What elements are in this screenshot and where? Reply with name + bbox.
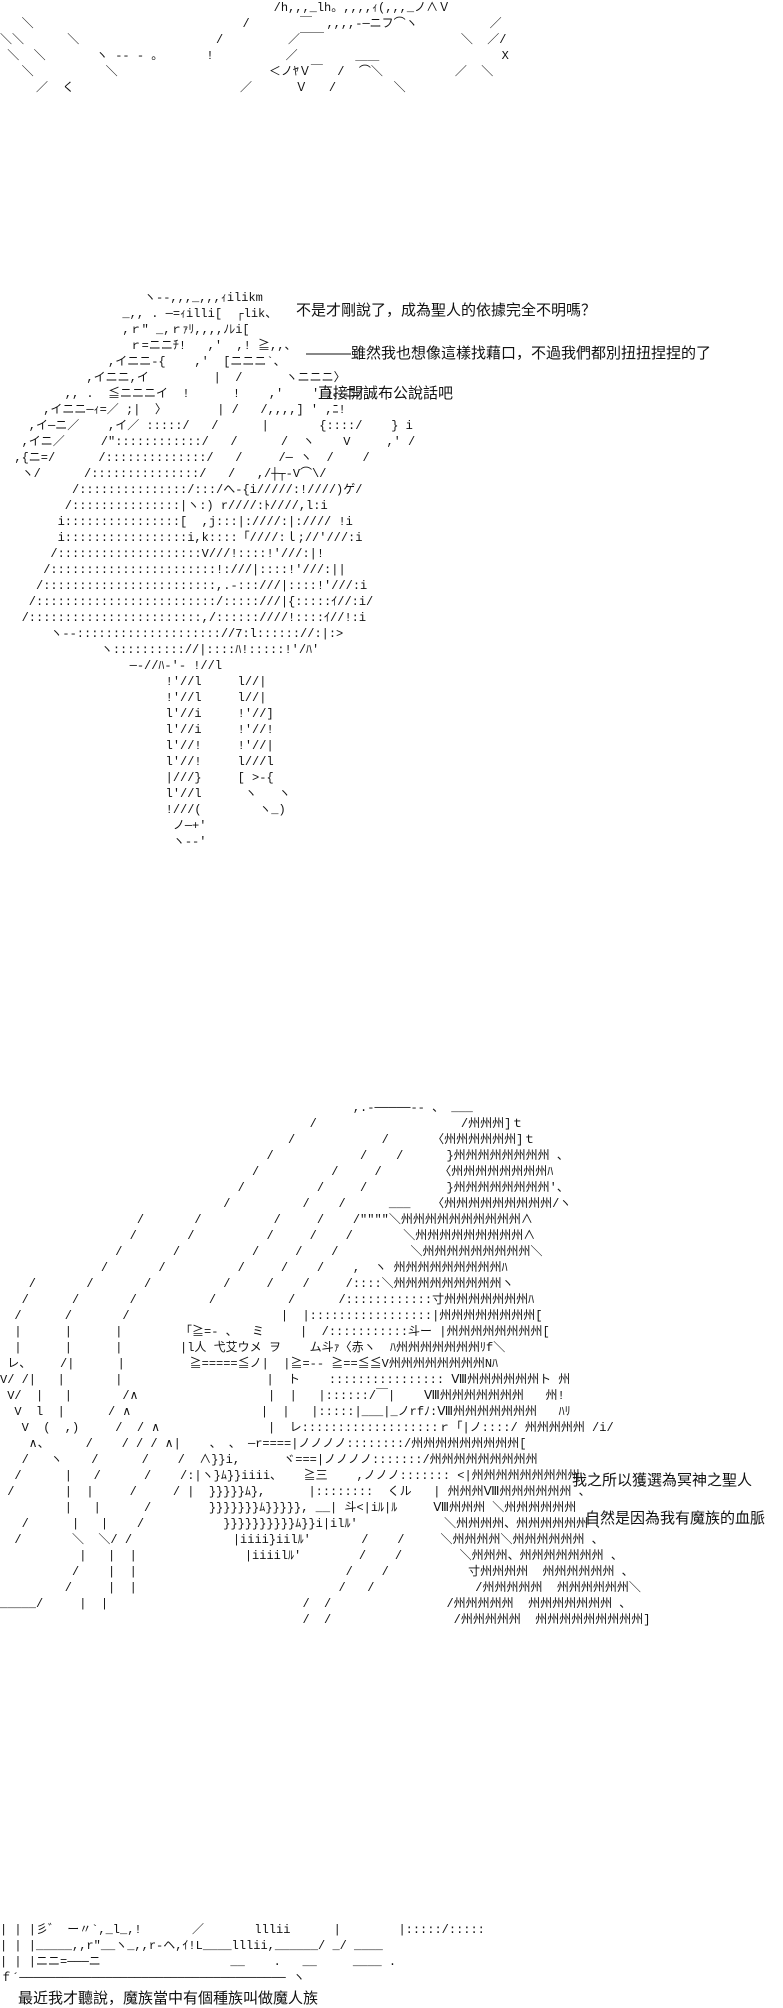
ascii-art-line: ＼＼ ＼ / ／￣￣ ＼ ／/ <box>0 33 507 47</box>
ascii-art-line: V l | / ∧ | | |:::::|___|_ノrfﾉ:Ⅷ州州州州州州州 … <box>0 1405 571 1419</box>
ascii-art-line: / / / | |:::::::::::::::::|州州州州州州州州[ <box>0 1309 543 1323</box>
ascii-art-line: !'//l l//| <box>0 675 267 689</box>
ascii-art-line: | | / }}}}}}}ﾑ}}}}}, __| 斗<|iﾙ|ﾙ Ⅷ州州州 ＼州… <box>0 1501 577 1515</box>
ascii-art-line: V ( ,) / / ∧ | レ:::::::::::::::::::ｒ「|ノ:… <box>0 1421 614 1435</box>
ascii-art-line: ,イニニ,イ | / ヽニニニ〉 <box>0 371 346 385</box>
ascii-art-figure-1: ヽ--,,,_,,,ｨilikm _,, . ─=ｨilli[ ┌lik、 ,ｒ… <box>0 290 415 850</box>
ascii-art-line: V/ /| | | | ト :::::::::::::::: Ⅷ州州州州州州ト … <box>0 1373 571 1387</box>
ascii-art-line: ヽ--' <box>0 835 207 849</box>
ascii-art-line: ／ く ／ Ｖ / ＼ <box>0 81 406 95</box>
ascii-art-line: ＼ / ￣ ,,,,-─ニフ⌒ヽ ／ <box>0 17 502 31</box>
ascii-art-line: ,ｒ" _,ｒｧﾘ,,,,ﾉﾚi[ <box>0 323 250 337</box>
ascii-art-figure-2: ,.-─────-- 、 ___ / /州州州]ｔ / / 〈州州州州州州]ｔ … <box>0 1100 650 1628</box>
ascii-art-line: / / /州州州州州 州州州州州州州州州] <box>0 1613 651 1627</box>
ascii-art-line: / / 〈州州州州州州]ｔ <box>0 1133 536 1147</box>
ascii-art-line: ,イニニ-{ ,' [ニニニ`、 <box>0 355 286 369</box>
dialogue-line: ———雖然我也想像這樣找藉口，不過我們都別扭扭捏捏的了 <box>306 345 712 362</box>
ascii-art-line: | | |ニニ=───ニ __ . __ ____ . <box>0 1955 397 1969</box>
ascii-art-line: / / / }州州州州州州州州'、 <box>0 1181 569 1195</box>
ascii-art-line: / ＼ ＼/ / |iiii}iilﾙ' / / ＼州州州州＼州州州州州州 、 <box>0 1533 604 1547</box>
ascii-art-line: l'//i !'//] <box>0 707 274 721</box>
ascii-art-line: ,イニ／ /"::::::::::::/ / / ヽ V ,' / <box>0 435 416 449</box>
ascii-art-line: _,, . ─=ｨilli[ ┌lik、 <box>0 307 278 321</box>
ascii-art-line: |///} [ >-{ <box>0 771 274 785</box>
ascii-art-line: ＼ ＼ ヽ -- - 。 ! ／ ＿＿ X <box>0 49 509 63</box>
ascii-art-line: /::::::::::::::::::::::::,/::::::////!::… <box>0 611 367 625</box>
ascii-art-line: | | |彡゛ ー〃`,_l_,! ／ lllii | |:::::/::::: <box>0 1923 485 1937</box>
ascii-art-line: ─-//ﾊ-'- !//l <box>0 659 223 673</box>
ascii-art-line: / / / / /""""＼州州州州州州州州州州∧ <box>0 1213 533 1227</box>
ascii-art-line: l'//! !'//| <box>0 739 274 753</box>
ascii-art-line: ヽ:::::::::://|::::ﾊ!:::::!'/ﾊ' <box>0 643 320 657</box>
ascii-art-line: i::::::::::::::::[ ,j:::|:////:|://// !i <box>0 515 353 529</box>
ascii-art-line: ヽ--:::::::::::::::::::://7:l:::::://:|:> <box>0 627 344 641</box>
ascii-art-line: | | |_____,,r"__ヽ_,,r-ヘ,ｲ!L____lllii,___… <box>0 1939 383 1953</box>
ascii-art-line: l'//l ヽ ヽ <box>0 787 291 801</box>
ascii-art-line: / / / / / / /::::＼州州州州州州州州州ヽ <box>0 1277 514 1291</box>
ascii-art-line: !///( ヽ_) <box>0 803 286 817</box>
ascii-art-line: ｒ=ニニﾁ! ,' ,! ≧,,、 <box>0 339 297 353</box>
ascii-art-line: ヽ/ /:::::::::::::::/ / ,/┼┬-V⌒\/ <box>0 467 327 481</box>
ascii-art-line: / | | / }}}}}}}}}}ﾑ}}i|ilﾙ' ＼州州州州、州州州州州州… <box>0 1517 608 1531</box>
dialogue-line-cut-off: 最近我才聽說，魔族當中有個種族叫做魔人族 <box>18 1990 319 2007</box>
ascii-art-line: ノ─+' <box>0 819 207 833</box>
ascii-art-line: / / / / / ＼州州州州州州州州州＼ <box>0 1245 543 1259</box>
ascii-art-line: / / / }州州州州州州州州 、 <box>0 1149 569 1163</box>
ascii-art-line: i:::::::::::::::::i,k::::「////:ｌ;//'///:… <box>0 531 363 545</box>
ascii-art-line: / / / / / /::::::::::::寸州州州州州州州ﾊ <box>0 1293 535 1307</box>
ascii-art-line: / ヽ / / / ∧}}i, ヾ===|ノノノノ:::::::/州州州州州州州… <box>0 1453 538 1467</box>
ascii-art-line: /::::::::::::::::::::V///!::::!'///:|! <box>0 547 325 561</box>
ascii-art-line: /:::::::::::::::|ヽ:) r////:ﾄ////,l:i <box>0 499 328 513</box>
ascii-art-top-fragment: /h,,,_lh。,,,,ｨ(,,,_ノ∧Ｖ ＼ / ￣ ,,,,-─ニフ⌒ヽ … <box>0 0 509 96</box>
ascii-art-line: / | / / /:|ヽ}ﾑ}}iiii、 ≧三 ,ノノノ::::::: <|州… <box>0 1469 580 1483</box>
dialogue-line: 自然是因為我有魔族的血脈 <box>585 1510 766 1527</box>
ascii-art-line: _____/ | | / / /州州州州州 州州州州州州州 、 <box>0 1597 632 1611</box>
ascii-art-line: / / / ___ 〈州州州州州州州州州/ヽ <box>0 1197 572 1211</box>
ascii-art-line: / / / / / ＼州州州州州州州州州∧ <box>0 1229 536 1243</box>
ascii-art-line: ヽ--,,,_,,,ｨilikm <box>0 291 263 305</box>
dialogue-line: 我之所以獲選為冥神之聖人 <box>572 1472 753 1489</box>
ascii-art-line: | | | |iiiilﾙ' / / ＼州州州、州州州州州州州 、 <box>0 1549 623 1563</box>
ascii-art-line: l'//i !'//! <box>0 723 274 737</box>
ascii-art-line: / | | / / /州州州州州 州州州州州州＼ <box>0 1581 641 1595</box>
ascii-art-line: ∧、 / / / / ∧| 、 、 ─r====|ノノノノ::::::::/州州… <box>0 1437 527 1451</box>
ascii-art-line: ,イ─ニ／ ,イ／ :::::/ / | {::::/ } i <box>0 419 413 433</box>
ascii-art-line: ,イニニ─ｨ=／ ;| 〉 | / /,,,,] ' ,ﾆ! <box>0 403 346 417</box>
ascii-art-line: /:::::::::::::::::::::::!:///|::::!'///:… <box>0 563 346 577</box>
ascii-art-line: !'//l l//| <box>0 691 267 705</box>
ascii-art-line: | | | 「≧=- 、 ミ | /:::::::::::斗ー |州州州州州州州… <box>0 1325 550 1339</box>
ascii-art-line: | | | |l人 弋艾ウメ ヲ ム斗ｧ〈赤ヽ ﾊ州州州州州州州ﾘf＼ <box>0 1341 506 1355</box>
ascii-art-line: /:::::::::::::::/:::/へ-{i/////:!////)ゲ/ <box>0 483 363 497</box>
ascii-art-line: / | | / / | }}}}}ﾑ}, |:::::::: くル | 州州州Ⅷ… <box>0 1485 591 1499</box>
ascii-art-line: /:::::::::::::::::::::::::/:::::///|{:::… <box>0 595 374 609</box>
ascii-art-line: ＼ ＼ ＜ノﾔＶ￣ / ⌒＼ ／ ＼ <box>0 65 494 79</box>
ascii-art-line: / / / / / , ヽ 州州州州州州州州州ﾊ <box>0 1261 508 1275</box>
dialogue-line: 直接開誠布公說話吧 <box>318 385 454 402</box>
ascii-art-line: / /州州州]ｔ <box>0 1117 524 1131</box>
ascii-art-line: /h,,,_lh。,,,,ｨ(,,,_ノ∧Ｖ <box>0 1 451 15</box>
ascii-art-line: レ、 /| | ≧=====≦ノ| |≧=-- ≧==≦≦V州州州州州州州州Nﾊ <box>0 1357 499 1371</box>
ascii-art-line: ,.-─────-- 、 ___ <box>0 1101 473 1115</box>
ascii-art-line: / | | / / 寸州州州州 州州州州州州 、 <box>0 1565 634 1579</box>
ascii-art-line: V/ | | /∧ | | |::::::/￣| Ⅷ州州州州州州州 州! <box>0 1389 565 1403</box>
ascii-art-line: l'//! l///l <box>0 755 274 769</box>
dialogue-line: 不是才剛說了，成為聖人的依據完全不明嗎？ <box>296 302 597 319</box>
ascii-art-line: / / / 〈州州州州州州州州ﾊ <box>0 1165 554 1179</box>
ascii-art-bottom-fragment: | | |彡゛ ー〃`,_l_,! ／ lllii | |:::::/:::::… <box>0 1922 485 1986</box>
ascii-art-line: ｆ´───────────────────────────────────── … <box>0 1971 305 1985</box>
ascii-art-line: /::::::::::::::::::::::::,.-:::///|::::!… <box>0 579 368 593</box>
ascii-art-line: ,, . ≦ニニニイ ! ! ,' ' 〉、ニ/ <box>0 387 364 401</box>
ascii-art-line: ,{ニ=/ /::::::::::::::/ / /─ ヽ / / <box>0 451 370 465</box>
